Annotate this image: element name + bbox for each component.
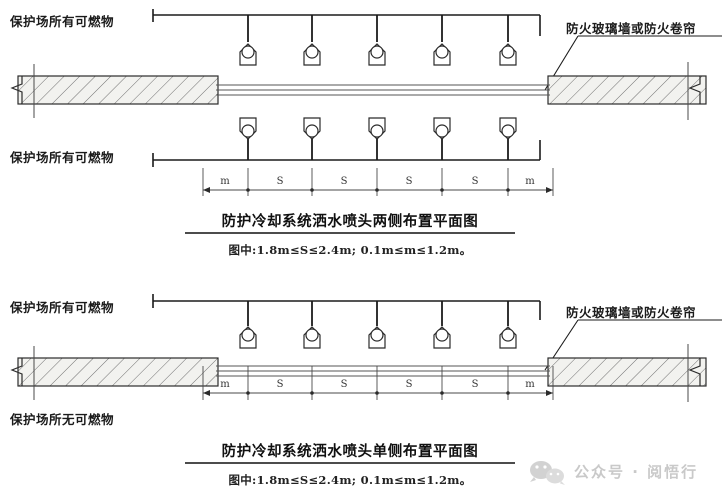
caption-title-two-side: 防护冷却系统洒水喷头两侧布置平面图	[222, 212, 479, 230]
sprinkler-head	[433, 15, 451, 66]
label-left-top-combustibles: 保护场所有可燃物	[9, 14, 114, 29]
wall-block-right	[547, 62, 707, 120]
dimension-label-m: m	[525, 379, 535, 390]
label-left-bottom-no-combustibles: 保护场所无可燃物	[9, 412, 114, 427]
sprinkler-head	[368, 15, 386, 66]
sprinkler-head	[239, 15, 257, 66]
label-fire-glass-wall: 防火玻璃墙或防火卷帘	[566, 21, 696, 36]
sprinkler-head	[433, 117, 451, 160]
dimension-label-s: S	[277, 379, 284, 390]
sprinkler-head	[239, 117, 257, 160]
caption-title-single-side: 防护冷却系统洒水喷头单侧布置平面图	[222, 442, 479, 460]
diagram-single-side-layout: m S S S S m 保护场所有可燃物 保护场所无可燃物 防火玻璃墙或防火卷帘…	[9, 294, 722, 487]
fire-glass-wall-partition	[216, 84, 550, 96]
fire-glass-wall-partition	[216, 365, 550, 377]
dimension-label-m: m	[220, 176, 230, 187]
sprinkler-head	[433, 301, 451, 349]
dimension-label-s: S	[341, 379, 348, 390]
sprinkler-head	[303, 301, 321, 349]
dimension-label-m: m	[220, 379, 230, 390]
wall-block-left	[10, 64, 219, 118]
sprinkler-head	[239, 301, 257, 349]
sprinkler-head	[368, 301, 386, 349]
watermark: 公众号 · 阅悟行	[530, 461, 698, 485]
sprinkler-head	[499, 15, 517, 66]
sprinkler-row-upright-bottom	[239, 117, 517, 160]
wall-block-right	[547, 344, 707, 402]
dimension-chain-top: m S S S S m	[202, 168, 554, 196]
diagram-two-side-layout: m S S S S m 保护场所有可燃物 保护场所有可燃物 防火玻璃墙或防火卷帘…	[9, 9, 722, 257]
dimension-label-s: S	[406, 176, 413, 187]
wall-block-left	[10, 346, 219, 400]
caption-note-single-side: 图中:1.8m≤S≤2.4m; 0.1m≤m≤1.2m。	[228, 473, 471, 487]
sprinkler-row-pendent-top	[239, 15, 517, 66]
dimension-chain-bottom: m S S S S m	[202, 366, 554, 400]
sprinkler-branch-pipe-bottom	[152, 140, 541, 167]
sprinkler-branch-pipe-top	[152, 294, 541, 320]
watermark-text: 公众号 · 阅悟行	[574, 463, 698, 481]
sprinkler-head	[303, 117, 321, 160]
sprinkler-head	[499, 301, 517, 349]
dimension-label-s: S	[341, 176, 348, 187]
dimension-label-s: S	[472, 379, 479, 390]
sprinkler-head	[368, 117, 386, 160]
sprinkler-branch-pipe-top	[152, 9, 541, 36]
sprinkler-head	[303, 15, 321, 66]
label-fire-glass-wall: 防火玻璃墙或防火卷帘	[566, 305, 696, 320]
dimension-label-m: m	[525, 176, 535, 187]
dimension-label-s: S	[277, 176, 284, 187]
sprinkler-head	[499, 117, 517, 160]
dimension-label-s: S	[406, 379, 413, 390]
sprinkler-row-pendent-top	[239, 301, 517, 349]
dimension-label-s: S	[472, 176, 479, 187]
label-left-top-combustibles: 保护场所有可燃物	[9, 300, 114, 315]
label-left-bottom-combustibles: 保护场所有可燃物	[9, 150, 114, 165]
caption-note-two-side: 图中:1.8m≤S≤2.4m; 0.1m≤m≤1.2m。	[228, 243, 471, 257]
wechat-icon	[530, 461, 565, 485]
